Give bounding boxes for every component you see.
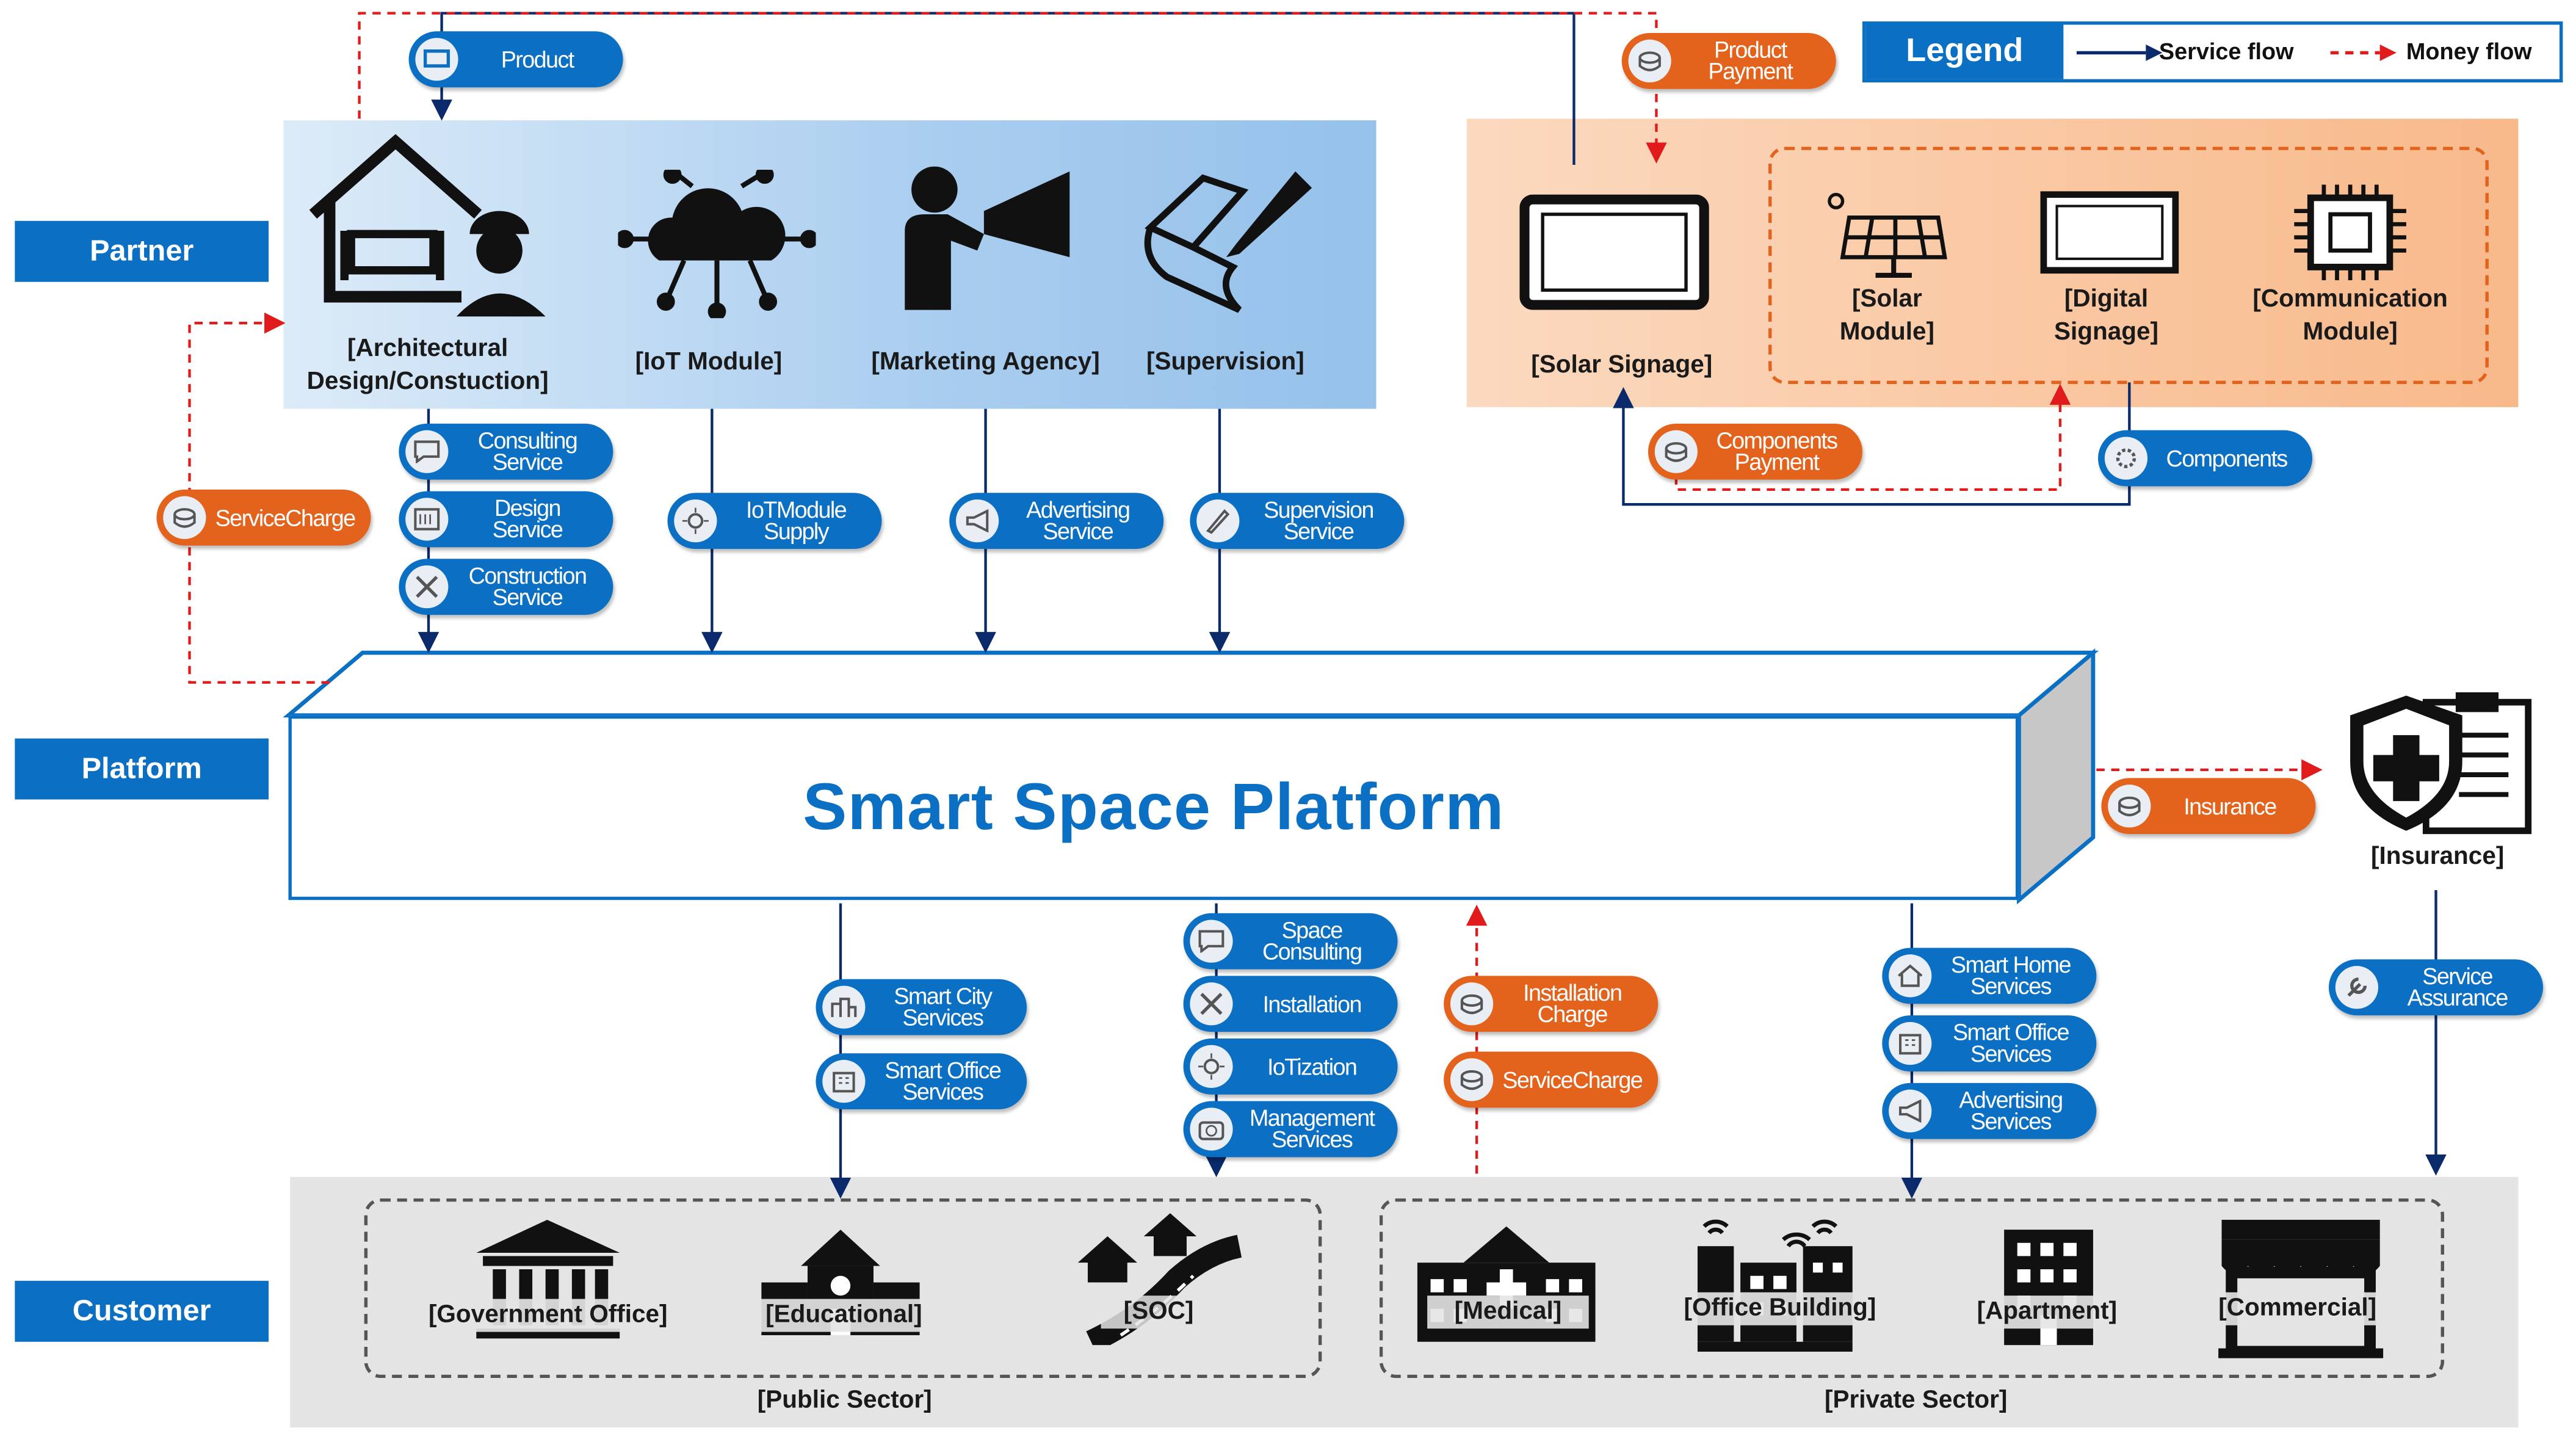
tier-label-partner: Partner <box>15 220 269 282</box>
pill-service-assurance: Service Assurance <box>2329 959 2544 1016</box>
city-icon <box>822 985 866 1029</box>
home-icon <box>1889 954 1932 998</box>
label-apartment: [Apartment] <box>1955 1296 2140 1329</box>
pill-smart-city-services: Smart City Services <box>816 979 1027 1035</box>
coins-icon <box>1450 982 1494 1026</box>
megaphone-icon <box>1889 1089 1932 1133</box>
label-office-building: [Office Building] <box>1654 1292 1906 1325</box>
coins-icon <box>1450 1058 1494 1101</box>
pill-components-payment: Components Payment <box>1648 423 1862 480</box>
legend-money-flow: Money flow <box>2406 38 2532 65</box>
partner-panel <box>283 120 1377 409</box>
pill-construction-service: Construction Service <box>399 559 613 615</box>
chip-icon <box>2294 184 2406 280</box>
monitor-icon <box>415 38 458 81</box>
house-worker-icon <box>309 134 546 317</box>
component-group-frame <box>1768 147 2489 385</box>
digital-signage-icon <box>2040 191 2179 274</box>
blueprint-pen-icon <box>1144 171 1312 313</box>
pill-service-charge-bottom: ServiceCharge <box>1444 1051 1659 1108</box>
smart-office-building-icon <box>1697 1219 1853 1352</box>
iot-cloud-icon <box>618 170 816 319</box>
tools-icon <box>1190 982 1233 1026</box>
pill-installation: Installation <box>1183 976 1398 1032</box>
smart-space-platform: Smart Space Platform <box>288 715 2019 901</box>
pill-product: Product <box>408 31 623 88</box>
label-public-sector: [Public Sector] <box>757 1386 932 1415</box>
coins-icon <box>2108 785 2151 828</box>
blueprint-icon <box>405 498 449 541</box>
public-sector-frame <box>364 1198 1322 1379</box>
store-icon <box>2218 1219 2384 1358</box>
label-architectural: [Architectural Design/Constuction] <box>306 335 549 396</box>
pill-management-services: Management Services <box>1183 1101 1398 1158</box>
label-supervision: [Supervision] <box>1146 347 1304 376</box>
tools-icon <box>405 565 449 609</box>
label-commercial: [Commercial] <box>2197 1292 2398 1325</box>
office-icon <box>1889 1021 1932 1065</box>
sun-gear-icon <box>674 499 717 543</box>
sun-gear-icon <box>1190 1045 1233 1088</box>
solar-panel-icon <box>1828 192 1947 278</box>
pill-smart-home-services: Smart Home Services <box>1882 948 2097 1004</box>
legend-title: Legend <box>1865 24 2064 79</box>
label-solar-module: [Solar Module] <box>1839 285 1935 346</box>
camera-icon <box>1190 1107 1233 1151</box>
pill-product-payment: Product Payment <box>1621 32 1836 89</box>
coins-icon <box>1654 430 1698 473</box>
label-digital-signage: [Digital Signage] <box>2054 285 2159 346</box>
chat-icon <box>1190 919 1233 963</box>
pill-components: Components <box>2098 430 2313 487</box>
pill-smart-office-services-public: Smart Office Services <box>816 1053 1027 1110</box>
chat-icon <box>405 430 449 473</box>
apartment-icon <box>2004 1230 2093 1346</box>
office-icon <box>822 1060 866 1103</box>
label-government-office: [Government Office] <box>395 1299 701 1332</box>
legend: Legend Service flow Money flow <box>1862 21 2563 82</box>
pill-iot-module-supply: IoTModule Supply <box>667 493 882 549</box>
pill-design-service: Design Service <box>399 491 613 548</box>
label-private-sector: [Private Sector] <box>1825 1386 2008 1415</box>
platform-title: Smart Space Platform <box>803 770 1505 844</box>
pill-smart-office-services-private: Smart Office Services <box>1882 1015 2097 1071</box>
tablet-signage-icon <box>1519 194 1709 310</box>
pill-consulting-service: Consulting Service <box>399 423 613 480</box>
wrench-icon <box>2335 966 2379 1009</box>
pill-space-consulting: Space Consulting <box>1183 913 1398 970</box>
private-sector-frame <box>1379 1198 2445 1379</box>
label-solar-signage: [Solar Signage] <box>1531 351 1713 379</box>
label-marketing-agency: [Marketing Agency] <box>871 347 1100 376</box>
hospital-icon <box>1417 1226 1596 1342</box>
coins-icon <box>1628 39 1671 82</box>
label-educational: [Educational] <box>745 1299 943 1332</box>
label-soc: [SOC] <box>1101 1296 1217 1329</box>
pill-supervision-service: Supervision Service <box>1190 493 1405 549</box>
gear-icon <box>2104 437 2148 480</box>
legend-arrows <box>2076 44 2397 61</box>
pen-icon <box>1196 499 1240 543</box>
megaphone-person-icon <box>905 166 1070 310</box>
tier-label-platform: Platform <box>15 738 269 800</box>
pill-insurance: Insurance <box>2101 778 2316 835</box>
coins-icon <box>163 496 206 539</box>
pill-advertising-service: Advertising Service <box>949 493 1164 549</box>
pill-installation-charge: Installation Charge <box>1444 976 1659 1032</box>
pill-advertising-services: Advertising Services <box>1882 1082 2097 1139</box>
label-communication-module: [Communication Module] <box>2252 285 2448 346</box>
pill-service-charge-left: ServiceCharge <box>156 489 371 546</box>
insurance-shield-icon <box>2350 692 2532 835</box>
label-medical: [Medical] <box>1427 1296 1589 1329</box>
tier-label-customer: Customer <box>15 1280 269 1342</box>
label-iot-module: [IoT Module] <box>635 347 783 376</box>
megaphone-icon <box>955 499 999 543</box>
label-insurance: [Insurance] <box>2371 842 2505 871</box>
pill-iotization: IoTization <box>1183 1038 1398 1095</box>
legend-service-flow: Service flow <box>2158 38 2294 65</box>
